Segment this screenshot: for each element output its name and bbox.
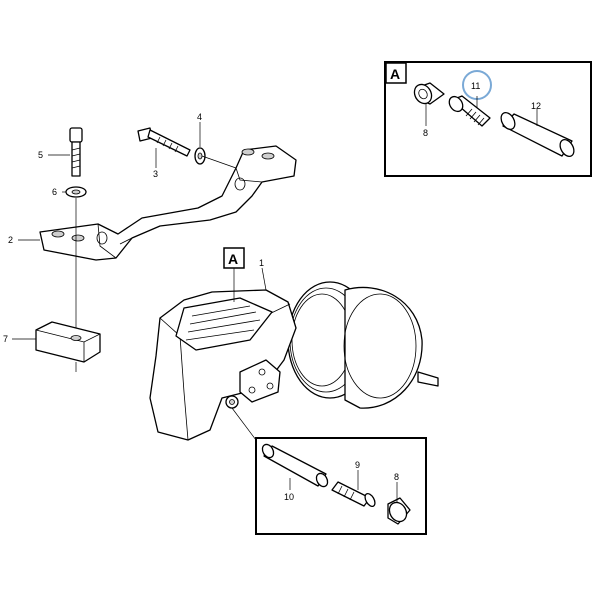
brake-caliper-part-1 — [149, 281, 439, 441]
inset-label-box — [385, 62, 407, 84]
callout-12: 12 — [531, 101, 541, 111]
callout-7: 7 — [3, 334, 8, 344]
bolt-part-5 — [69, 127, 83, 177]
inset-part-bolt-11 — [448, 95, 491, 127]
inset-part-cap-8 — [413, 82, 445, 105]
callout-1: 1 — [259, 258, 264, 268]
inset-part-sleeve-12 — [500, 111, 575, 158]
detail-inset-a: A 11 12 8 — [384, 61, 592, 177]
inset-frame — [384, 61, 592, 177]
callout-2: 2 — [8, 235, 13, 245]
callout-4: 4 — [197, 112, 202, 122]
inset-label: A — [390, 66, 400, 82]
callout-10: 10 — [284, 492, 294, 502]
callout-9: 9 — [355, 460, 360, 470]
block-part-7 — [35, 321, 101, 372]
detail-box-lower: 10 9 8 — [231, 407, 427, 535]
callout-3: 3 — [153, 169, 158, 179]
callout-5: 5 — [38, 150, 43, 160]
callout-8: 8 — [394, 472, 399, 482]
callout-6: 6 — [52, 187, 57, 197]
lower-detail-frame — [255, 437, 427, 535]
bracket-part-2 — [39, 145, 297, 261]
detail-part-bolt-9 — [331, 481, 376, 508]
washer-part-4 — [194, 147, 206, 165]
callout-8-inset: 8 — [423, 128, 428, 138]
detail-part-cap-8 — [387, 497, 411, 525]
detail-part-sleeve-10 — [261, 443, 329, 488]
callout-11: 11 — [471, 81, 480, 91]
caliper-detail-marker: A — [228, 251, 238, 267]
washer-part-6 — [65, 186, 87, 198]
bolt-part-3 — [137, 127, 191, 157]
